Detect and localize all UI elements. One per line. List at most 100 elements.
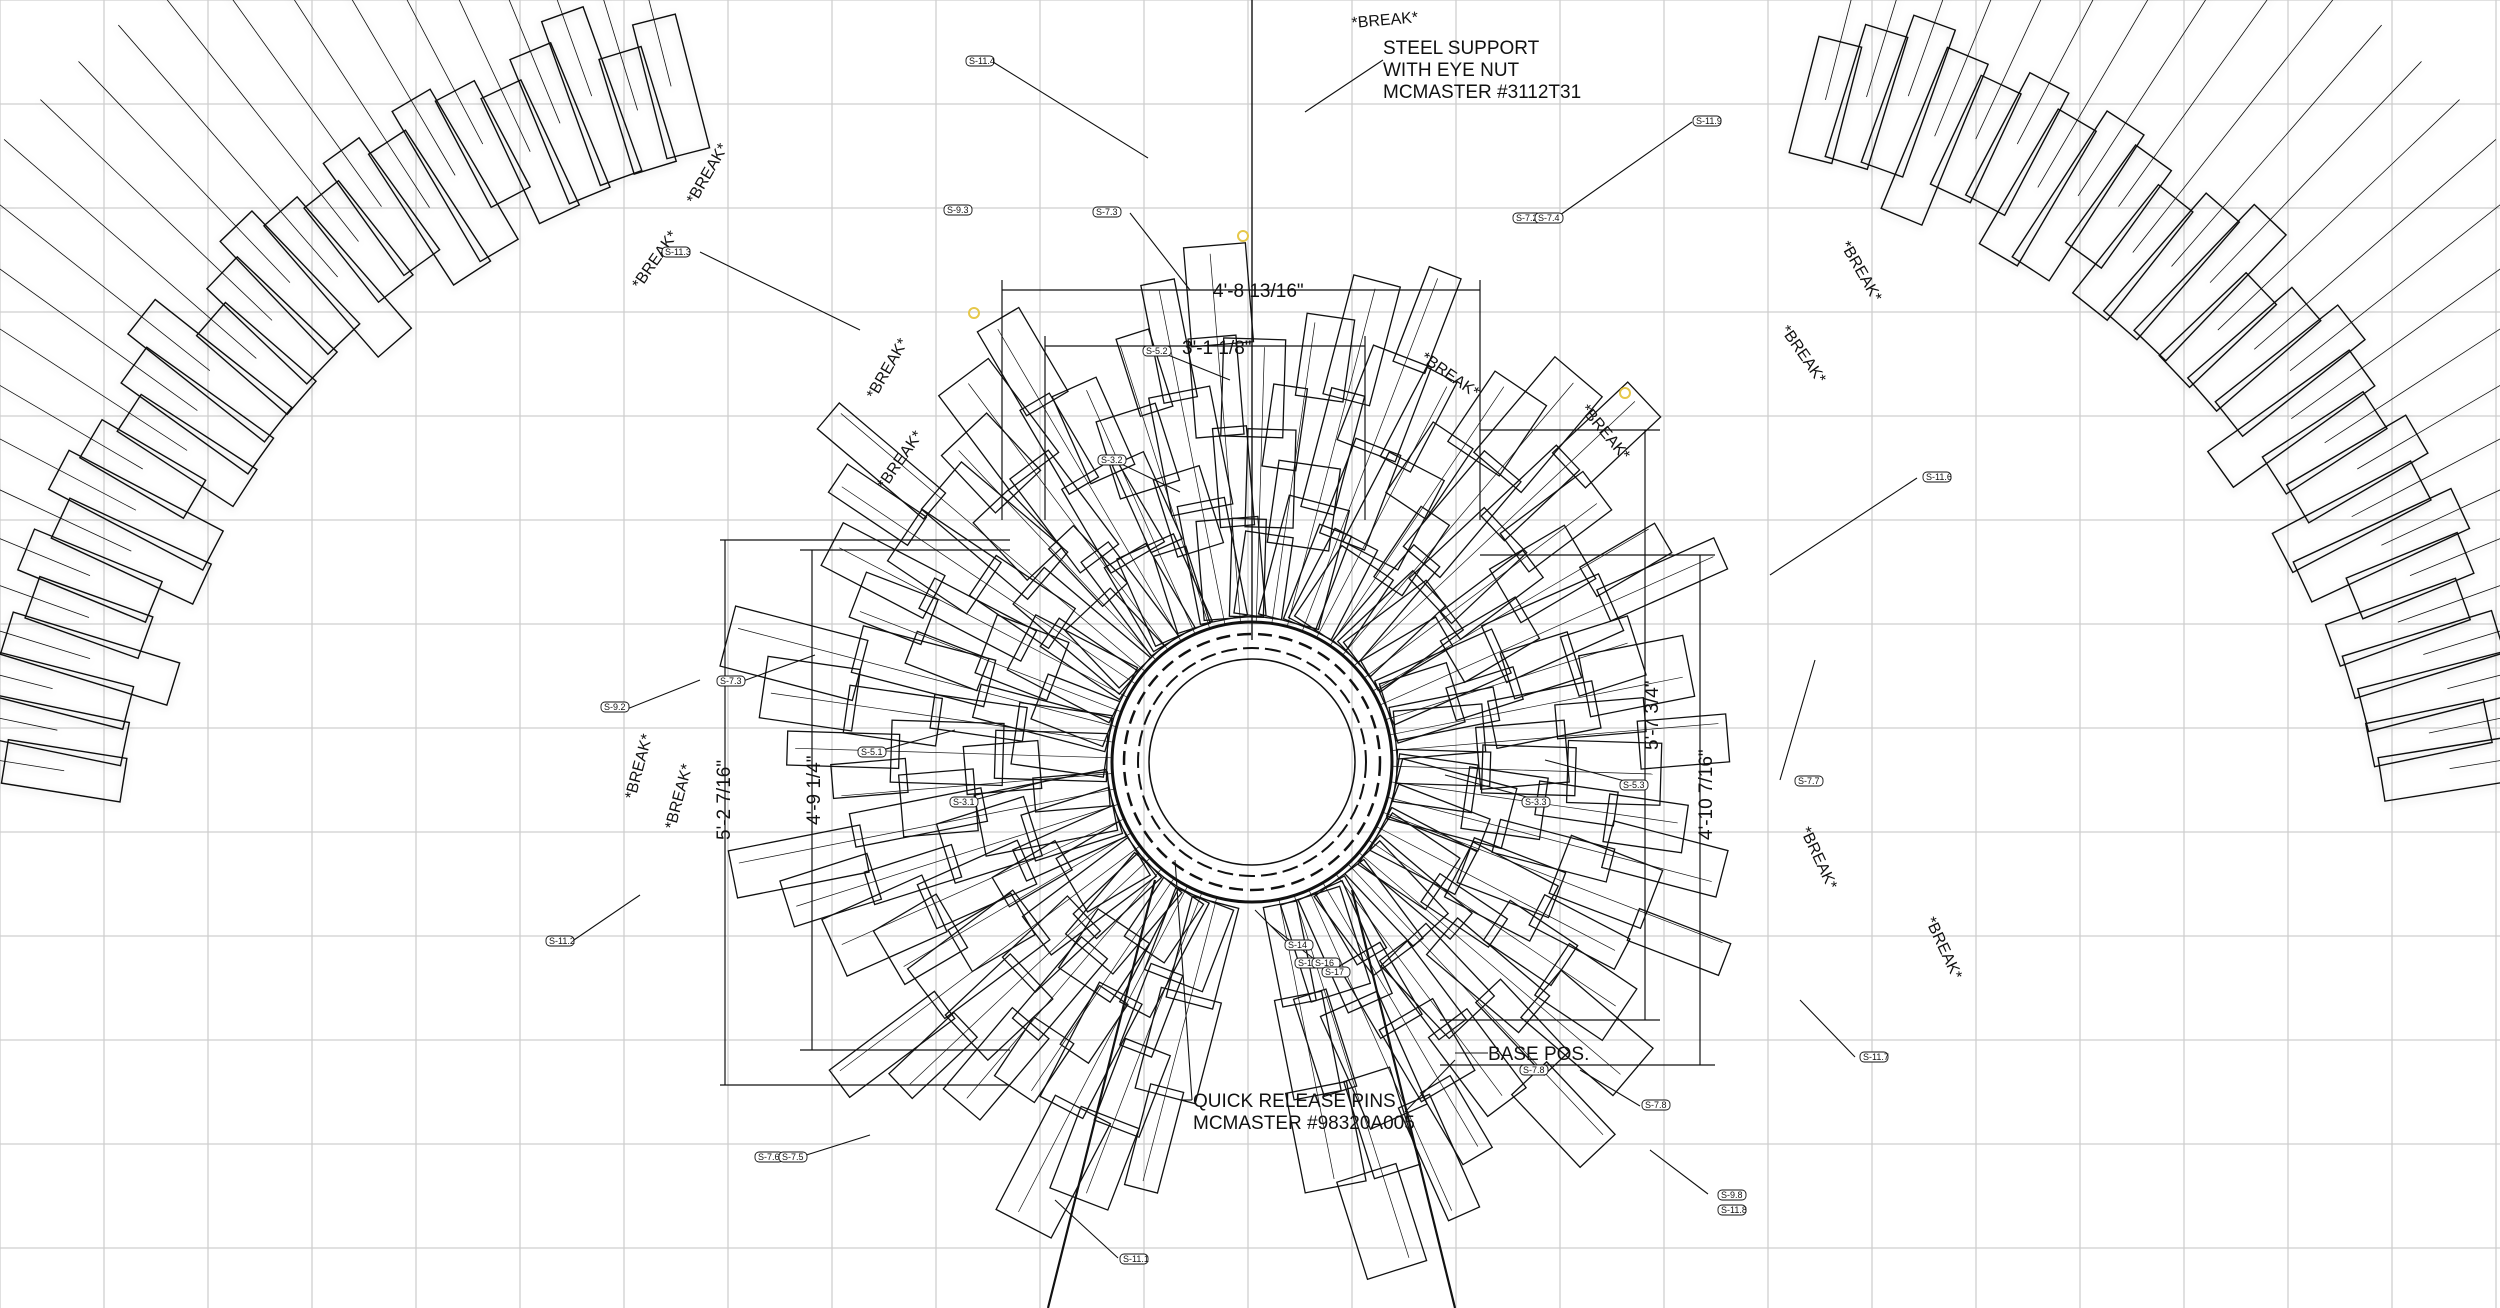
reference-tag-label: S-7.7	[1798, 776, 1820, 786]
reference-tag-label: S-5.1	[861, 747, 883, 757]
reference-tag-label: S-11.3	[665, 247, 691, 257]
spoke-profile	[827, 463, 1140, 701]
reference-tag: S-11.8	[1717, 1204, 1747, 1216]
reference-tag-label: S-11.1	[1123, 1254, 1149, 1264]
reference-tag-label: S-11.2	[549, 936, 575, 946]
construction-line	[0, 328, 188, 451]
spoke-profile	[993, 876, 1205, 1104]
reference-tag-label: S-11.9	[1696, 116, 1722, 126]
construction-line	[0, 268, 198, 411]
construction-line	[2449, 760, 2500, 769]
ring-block	[1788, 35, 1863, 165]
construction-line	[2447, 674, 2500, 690]
spoke-profile	[1388, 634, 1696, 750]
construction-line	[2077, 0, 2207, 197]
spoke-profile	[1262, 899, 1367, 1194]
construction-line	[2016, 0, 2094, 145]
spoke-profile	[1095, 328, 1225, 635]
construction-line	[0, 717, 58, 731]
dimension-label: 4'-9 1/4"	[804, 755, 825, 825]
reference-tag: S-14	[1284, 939, 1314, 951]
ring-block	[0, 693, 131, 767]
reference-tag-label: S-3.3	[1525, 797, 1547, 807]
spoke-profile	[1390, 753, 1690, 854]
spoke-profile	[995, 886, 1211, 1239]
spoke-profile	[937, 357, 1180, 658]
spoke-profile	[828, 836, 1158, 1099]
construction-line	[2254, 139, 2497, 350]
reference-tag-label: S-7.8	[1645, 1100, 1667, 1110]
construction-line	[2217, 99, 2460, 331]
break-label: *BREAK*	[874, 428, 926, 492]
reference-tag-label: S-11.8	[1721, 1205, 1747, 1215]
spoke-profile	[1391, 696, 1731, 791]
right-ring-segment	[1788, 0, 2500, 802]
reference-markers	[968, 230, 1631, 399]
reference-tag-label: S-5.3	[1623, 780, 1645, 790]
reference-tag-label: S-3.2	[1101, 455, 1123, 465]
ring-block	[540, 5, 643, 187]
pins-note-line1: QUICK RELEASE PINS	[1193, 1091, 1396, 1112]
spoke-profile	[1314, 875, 1494, 1166]
spoke-profile	[1343, 839, 1616, 1169]
reference-tag-label: S-7.2	[1516, 213, 1538, 223]
construction-line	[351, 0, 456, 176]
reference-tag-label: S-11.4	[969, 56, 995, 66]
spoke-profile	[1336, 381, 1662, 678]
support-legs	[1046, 879, 1457, 1308]
construction-line	[1907, 0, 1944, 97]
spoke-profile	[727, 768, 1119, 899]
pins-note-line2: MCMASTER #98320A005	[1193, 1113, 1415, 1134]
construction-line	[0, 630, 91, 659]
reference-tag: S-7.8	[1519, 1064, 1549, 1076]
break-label: *BREAK*	[864, 336, 912, 402]
construction-line	[2037, 0, 2149, 188]
reference-tag-label: S-7.6	[758, 1152, 780, 1162]
dimension-label: 4'-8 13/16"	[1213, 281, 1304, 302]
spoke-profile	[1368, 806, 1631, 971]
break-label: *BREAK*	[622, 732, 656, 801]
reference-tag: S-9.8	[1717, 1189, 1747, 1201]
spoke-profile	[1342, 470, 1613, 693]
steel-support-note-line1: STEEL SUPPORT	[1383, 38, 1540, 59]
steel-support-note-line3: MCMASTER #3112T31	[1383, 82, 1581, 103]
reference-tag: S-11.6	[1922, 471, 1952, 483]
reference-tag: S-7.3	[1092, 206, 1122, 218]
reference-tag-label: S-15	[1298, 958, 1317, 968]
spoke-profile	[1123, 895, 1240, 1194]
construction-line	[2381, 489, 2500, 546]
steel-support-note-line2: WITH EYE NUT	[1383, 60, 1520, 81]
reference-tag: S-11.1	[1119, 1253, 1149, 1265]
construction-line	[0, 674, 53, 690]
reference-tag-label: S-9.8	[1721, 1190, 1743, 1200]
reference-tag-label: S-11.7	[1863, 1052, 1889, 1062]
dimension-label: 3'-1 1/8"	[1182, 338, 1252, 359]
radial-assembly	[719, 242, 1732, 1281]
break-label: *BREAK*	[1351, 9, 1419, 32]
break-label: *BREAK*	[629, 228, 681, 292]
construction-line	[2357, 385, 2500, 470]
spoke-profile	[1282, 265, 1462, 632]
break-label: *BREAK*	[1796, 825, 1840, 893]
dimension-label: 4'-10 7/16"	[1696, 749, 1717, 840]
spoke-profile	[779, 786, 1124, 928]
reference-tag: S-3.1	[949, 796, 979, 808]
spoke-profile	[1357, 811, 1638, 1042]
break-label: *BREAK*	[662, 762, 696, 831]
reference-tag: S-11.7	[1859, 1051, 1889, 1063]
reference-tag-label: S-7.8	[1523, 1065, 1545, 1075]
reference-tag-label: S-7.3	[1096, 207, 1118, 217]
reference-tag: S-7.7	[1794, 775, 1824, 787]
construction-line	[2289, 204, 2500, 371]
construction-line	[2118, 0, 2268, 207]
reference-tag-label: S-9.3	[947, 205, 969, 215]
construction-line	[0, 760, 65, 772]
spoke-profile	[1386, 758, 1729, 898]
construction-line	[2209, 61, 2422, 283]
central-hub	[1110, 0, 1394, 904]
break-label: *BREAK*	[1777, 323, 1829, 387]
construction-line	[2132, 0, 2334, 253]
reference-tag: S-11.3	[661, 246, 691, 258]
